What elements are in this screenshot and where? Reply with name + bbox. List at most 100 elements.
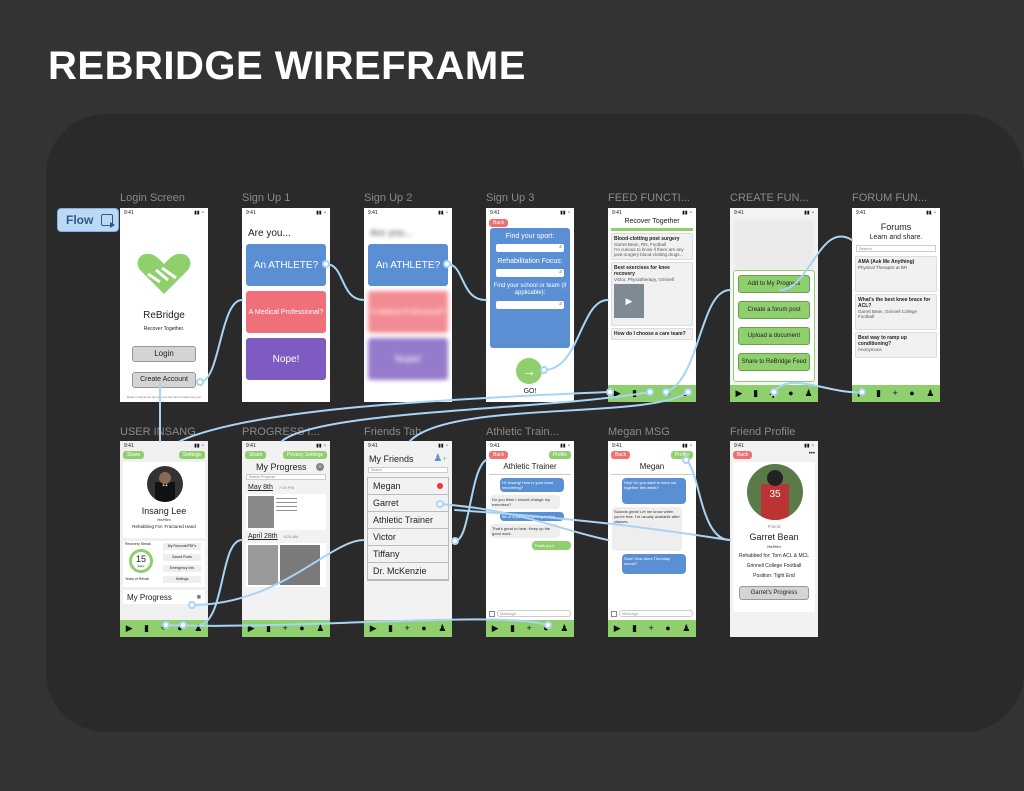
forum-post[interactable]: Best way to ramp up conditioning?Anonymo… xyxy=(855,332,937,358)
chat-icon[interactable]: ● xyxy=(665,388,671,398)
book-icon[interactable]: ▮ xyxy=(388,623,394,633)
back-button[interactable]: Back xyxy=(733,451,753,459)
records-button[interactable]: My Records/PDFs xyxy=(163,543,201,550)
settings-button[interactable]: Settings xyxy=(178,451,205,459)
more-icon[interactable]: ••• xyxy=(808,451,815,457)
friend-progress-button[interactable]: Garret's Progress xyxy=(739,586,809,600)
play-icon[interactable]: ▶ xyxy=(735,388,743,398)
user-icon[interactable]: ♟ xyxy=(804,388,813,398)
forum-post[interactable]: AMA (Ask Me Anything)Physical Therapist … xyxy=(855,256,937,292)
video-thumbnail[interactable]: ▶ xyxy=(614,284,644,318)
attach-icon[interactable] xyxy=(611,610,617,617)
plus-icon[interactable]: + xyxy=(404,623,410,633)
avatar: 35 xyxy=(747,464,803,520)
minus-icon[interactable]: − xyxy=(316,463,324,471)
profile-button[interactable]: Profile xyxy=(548,451,571,459)
friend-item-dr-mckenzie[interactable]: Dr. McKenzie xyxy=(368,563,448,580)
plus-icon[interactable]: + xyxy=(769,385,778,402)
upload-document-button[interactable]: Upload a document xyxy=(738,327,810,345)
user-icon[interactable]: ♟ xyxy=(316,623,325,633)
play-icon[interactable]: ▶ xyxy=(247,623,255,633)
saved-posts-button[interactable]: Saved Posts xyxy=(163,554,201,561)
athlete-button[interactable]: An ATHLETE? xyxy=(368,244,448,286)
create-account-button[interactable]: Create Account xyxy=(132,372,196,388)
plus-icon[interactable]: + xyxy=(892,388,898,398)
rehab-input[interactable]: ⌕ xyxy=(496,269,564,277)
frame-label-feed: FEED FUNCTI... xyxy=(608,192,690,204)
friend-item-victor[interactable]: Victor xyxy=(368,529,448,546)
forum-search-input[interactable]: Search xyxy=(856,245,936,252)
book-icon[interactable]: ▮ xyxy=(510,623,516,633)
message-input[interactable]: Message... xyxy=(497,610,571,617)
friend-item-megan[interactable]: Megan xyxy=(368,478,448,495)
progress-entry[interactable]: ▬▬▬▬▬▬▬▬▬▬▬▬▬▬▬▬▬▬▬▬▬▬▬▬▬▬▬▬ xyxy=(246,494,326,530)
avatar: 11 xyxy=(147,466,183,502)
book-icon[interactable]: ▮ xyxy=(632,388,638,398)
progress-entry[interactable] xyxy=(246,543,326,587)
nope-button[interactable]: Nope! xyxy=(246,338,326,380)
chat-icon[interactable]: ● xyxy=(788,388,794,398)
back-button[interactable]: Back xyxy=(611,451,631,459)
friend-item-athletic-trainer[interactable]: Athletic Trainer xyxy=(368,512,448,529)
profile-button[interactable]: Profile xyxy=(670,451,693,459)
chat-icon[interactable]: ● xyxy=(177,623,183,633)
share-button[interactable]: Share xyxy=(245,451,267,459)
user-icon[interactable]: ♟ xyxy=(560,623,569,633)
user-icon[interactable]: ♟ xyxy=(438,623,447,633)
user-icon[interactable]: ♟ xyxy=(926,388,935,398)
message-input[interactable]: Message... xyxy=(619,610,693,617)
friend-item-garret[interactable]: Garret xyxy=(368,495,448,512)
settings-menu-button[interactable]: Settings xyxy=(163,576,201,583)
my-progress-row[interactable]: My Progress ■ xyxy=(123,590,205,604)
status-bar: 9:41▮▮ ◔ xyxy=(124,443,204,449)
medical-professional-button[interactable]: A Medical Professional? xyxy=(246,291,326,333)
add-friend-icon[interactable]: ♟+ xyxy=(433,453,447,464)
back-button[interactable]: Back xyxy=(489,451,509,459)
play-icon[interactable]: ▶ xyxy=(369,623,377,633)
flow-tag[interactable]: Flow xyxy=(57,208,119,232)
forum-post[interactable]: What's the best knee brace for ACL?Garre… xyxy=(855,294,937,330)
book-icon[interactable]: ▮ xyxy=(876,388,882,398)
book-icon[interactable]: ▮ xyxy=(632,623,638,633)
attach-icon[interactable] xyxy=(489,610,495,617)
school-input[interactable]: ⌕ xyxy=(496,301,564,309)
plus-icon[interactable]: + xyxy=(648,388,654,398)
friend-item-tiffany[interactable]: Tiffany xyxy=(368,546,448,563)
friends-search-input[interactable]: Search xyxy=(368,467,448,473)
back-button[interactable]: Back xyxy=(489,219,509,227)
feed-post[interactable]: How do I choose a care team? xyxy=(611,328,693,340)
emergency-info-button[interactable]: Emergency Info xyxy=(163,565,201,572)
book-icon[interactable]: ▮ xyxy=(144,623,150,633)
privacy-settings-button[interactable]: Privacy Settings xyxy=(283,451,327,459)
chat-icon[interactable]: ● xyxy=(543,623,549,633)
plus-icon[interactable]: + xyxy=(160,623,166,633)
play-icon[interactable]: ▶ xyxy=(857,388,865,398)
share-button[interactable]: Share xyxy=(123,451,145,459)
user-icon[interactable]: ♟ xyxy=(194,623,203,633)
play-icon[interactable]: ▶ xyxy=(125,623,133,633)
play-icon[interactable]: ▶ xyxy=(491,623,499,633)
play-icon[interactable]: ▶ xyxy=(613,623,621,633)
progress-search-input[interactable]: Search Progress xyxy=(246,474,326,480)
plus-icon[interactable]: + xyxy=(648,623,654,633)
create-post-button[interactable]: Create a forum post xyxy=(738,301,810,319)
play-icon[interactable]: ▶ xyxy=(613,388,621,398)
athlete-button[interactable]: An ATHLETE? xyxy=(246,244,326,286)
add-progress-button[interactable]: Add to My Progress xyxy=(738,275,810,293)
chat-icon[interactable]: ● xyxy=(909,388,915,398)
go-arrow-button[interactable]: → xyxy=(516,358,542,384)
chat-icon[interactable]: ● xyxy=(299,623,305,633)
user-icon[interactable]: ♟ xyxy=(682,623,691,633)
chat-icon[interactable]: ● xyxy=(421,623,427,633)
login-button[interactable]: Login xyxy=(132,346,196,362)
sport-input[interactable]: ⌕ xyxy=(496,244,564,252)
book-icon[interactable]: ▮ xyxy=(753,388,759,398)
share-feed-button[interactable]: Share to ReBridge Feed xyxy=(738,353,810,371)
plus-icon[interactable]: + xyxy=(282,623,288,633)
book-icon[interactable]: ▮ xyxy=(266,623,272,633)
plus-icon[interactable]: + xyxy=(526,623,532,633)
chat-icon[interactable]: ● xyxy=(665,623,671,633)
user-icon[interactable]: ♟ xyxy=(682,388,691,398)
